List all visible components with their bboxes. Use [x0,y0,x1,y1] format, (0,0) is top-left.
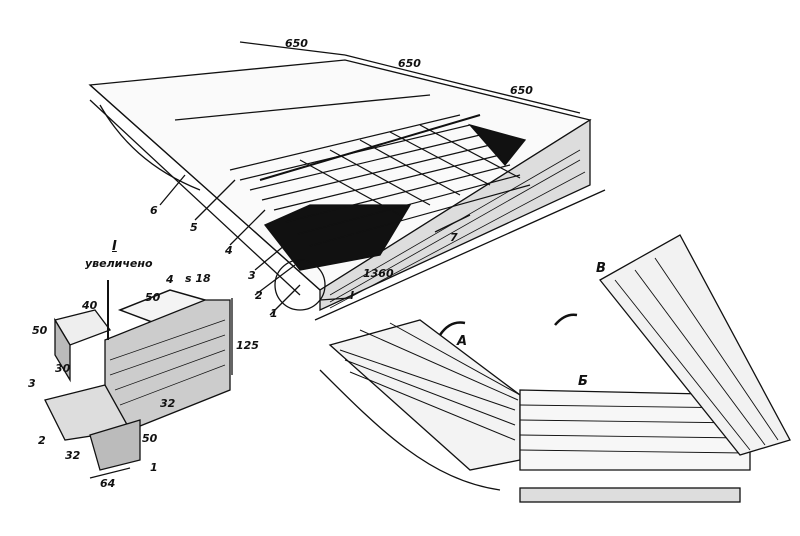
detail-title: I [112,239,117,254]
dim-64: 64 [100,477,116,490]
detail-part-1: 1 [150,461,158,474]
part-label-7: 7 [450,231,458,244]
part-label-5: 5 [190,221,198,234]
folded-bed [319,234,791,503]
dim-50-base: 50 [142,432,158,445]
part-label-1: 1 [270,307,278,320]
dim-650-1: 650 [285,37,308,50]
dim-40: 40 [82,299,98,312]
dim-650-2: 650 [398,57,421,70]
section-v-label: В [596,261,606,276]
dim-s18: s 18 [185,272,211,285]
part-label-6: 6 [150,204,158,217]
part-label-4: 4 [225,244,233,257]
detail-subtitle: увеличено [85,257,153,270]
dim-1360: 1360 [363,267,394,280]
part-label-3: 3 [248,269,256,282]
section-b-label: Б [578,374,588,389]
detail-joint [44,280,233,479]
section-a-label: А [457,334,468,349]
dim-32-rail: 32 [160,397,176,410]
detail-marker: I [350,289,355,302]
detail-part-2: 2 [38,434,46,447]
dim-125: 125 [236,339,259,352]
detail-circle [274,259,326,311]
dim-30: 30 [55,362,71,375]
dim-50-plate: 50 [145,291,161,304]
dim-32-base: 32 [65,449,81,462]
dim-50-bar: 50 [32,324,48,337]
detail-part-4: 4 [166,273,174,286]
assembled-bed [88,41,606,321]
detail-part-3: 3 [28,377,36,390]
dim-650-3: 650 [510,84,533,97]
part-label-2: 2 [255,289,263,302]
